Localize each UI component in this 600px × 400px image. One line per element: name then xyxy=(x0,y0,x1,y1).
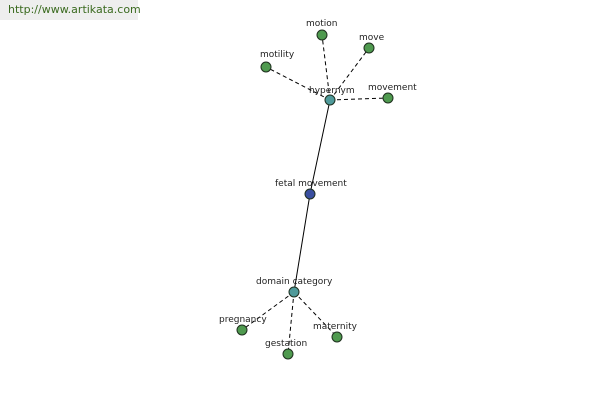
node-hypernym[interactable] xyxy=(324,94,336,106)
edge-domain-gestation xyxy=(287,291,295,355)
node-pregnancy[interactable] xyxy=(236,324,248,336)
edge-domain-maternity xyxy=(293,291,338,338)
label-pregnancy[interactable]: pregnancy xyxy=(219,315,267,325)
label-motion[interactable]: motion xyxy=(306,19,338,29)
source-url-watermark[interactable]: http://www.artikata.com xyxy=(0,0,141,20)
label-movement[interactable]: movement xyxy=(368,83,417,93)
node-fetal-movement[interactable] xyxy=(304,188,316,200)
edge-center-domain xyxy=(293,193,311,293)
label-hypernym[interactable]: hypernym xyxy=(309,86,355,96)
label-domain-category[interactable]: domain category xyxy=(256,277,333,287)
edge-hypernym-movement xyxy=(329,97,389,101)
label-move[interactable]: move xyxy=(359,33,385,43)
edge-center-hypernym xyxy=(309,99,331,195)
edge-hypernym-motility xyxy=(265,66,331,101)
node-domain-category[interactable] xyxy=(288,286,300,298)
edge-hypernym-move xyxy=(329,47,370,101)
node-motility[interactable] xyxy=(260,61,272,73)
node-move[interactable] xyxy=(363,42,375,54)
node-movement[interactable] xyxy=(382,92,394,104)
node-motion[interactable] xyxy=(316,29,328,41)
label-maternity[interactable]: maternity xyxy=(313,322,358,332)
node-maternity[interactable] xyxy=(331,331,343,343)
edge-domain-pregnancy xyxy=(241,291,295,331)
edge-hypernym-motion xyxy=(321,34,331,101)
label-motility[interactable]: motility xyxy=(260,50,295,60)
label-fetal-movement[interactable]: fetal movement xyxy=(275,179,347,189)
node-gestation[interactable] xyxy=(282,348,294,360)
label-gestation[interactable]: gestation xyxy=(265,339,307,349)
